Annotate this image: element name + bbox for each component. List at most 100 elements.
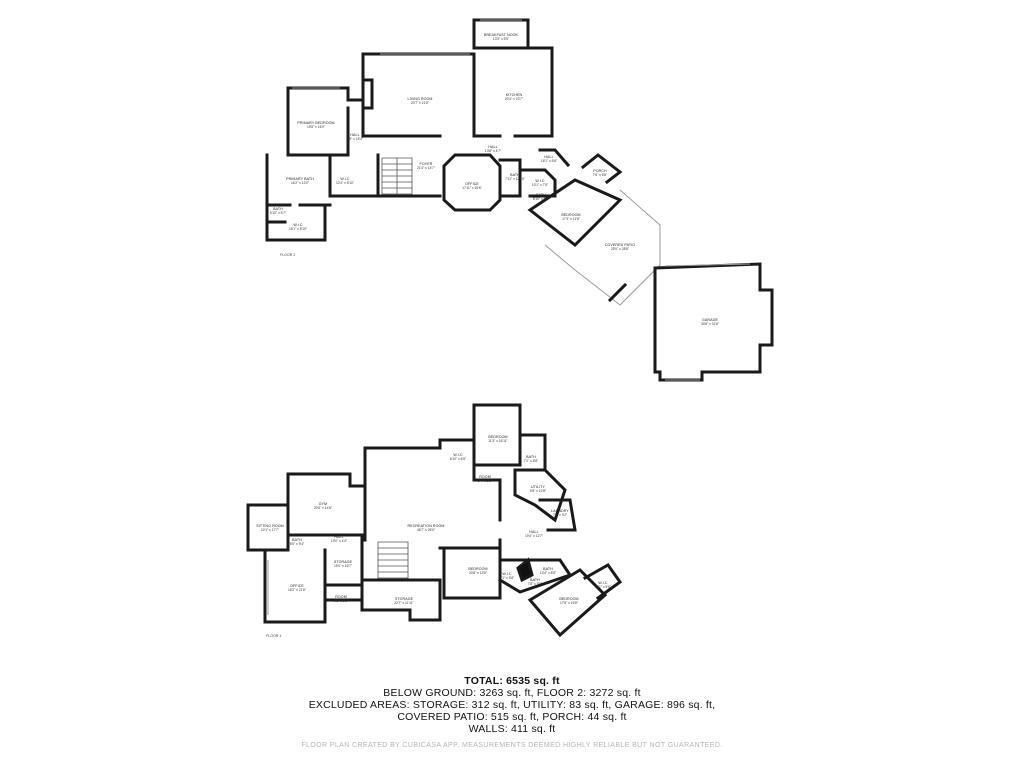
room-name: BEDROOM bbox=[468, 567, 487, 571]
room-dimensions: 10'4" x 8'8" bbox=[540, 571, 557, 575]
room-dimensions: 11'3" x 16'11" bbox=[488, 439, 508, 443]
room-dimensions: 20'4" x 23'7" bbox=[505, 97, 524, 101]
room-name: W.I.C bbox=[340, 177, 350, 181]
room-dimensions: 16'1" x 8'8" bbox=[541, 159, 558, 163]
room-name: LIVING ROOM bbox=[407, 97, 432, 101]
room-dimensions: 19'8" x 16'0" bbox=[307, 125, 326, 129]
room-name: W.I.C bbox=[502, 572, 512, 576]
excluded-areas: EXCLUDED AREAS: STORAGE: 312 sq. ft, UTI… bbox=[308, 699, 716, 711]
floor-1-plan bbox=[246, 403, 623, 638]
room-dimensions: 13'8" x 4'7" bbox=[485, 149, 502, 153]
room-dimensions: 7'2" x 8'8" bbox=[524, 459, 539, 463]
room-name: W.I.C bbox=[453, 453, 463, 457]
room-name: BATH bbox=[543, 567, 553, 571]
room-name: BATH bbox=[292, 538, 302, 542]
room-name: HALL bbox=[529, 530, 538, 534]
room-name: KITCHEN bbox=[506, 93, 523, 97]
room-dimensions: 22'7" x 11'11" bbox=[394, 601, 414, 605]
room-name: OFFICE bbox=[290, 584, 304, 588]
room-name: UTILITY bbox=[531, 485, 546, 489]
room-name: ROOM bbox=[479, 475, 491, 479]
room-dimensions: 5'8" x 12'8" bbox=[530, 489, 547, 493]
room-name: RECREATION ROOM bbox=[408, 524, 445, 528]
room-dimensions: 7'1" x 5'8" bbox=[500, 576, 515, 580]
room-name: PRIMARY BEDROOM bbox=[297, 121, 334, 125]
room-dimensions: 18'2" x 21'8" bbox=[288, 588, 307, 592]
room-name: ROOM bbox=[335, 595, 347, 599]
room-wic-b3: W.I.C6'11" x 5'5" bbox=[595, 581, 612, 589]
room-dimensions: 15'1" x 8'10" bbox=[289, 227, 308, 231]
room-dimensions: 17'8" x 16'8" bbox=[560, 601, 579, 605]
room-name: W.I.C bbox=[535, 179, 545, 183]
room-dimensions: 10'1" x 7'5" bbox=[532, 183, 549, 187]
room-name: GYM bbox=[319, 502, 328, 506]
room-dimensions: 13'3" x 5'5" bbox=[493, 37, 510, 41]
room-name: FOYER bbox=[420, 162, 433, 166]
room-name: PRIMARY BATH bbox=[286, 177, 314, 181]
room-name: HALL bbox=[334, 535, 343, 539]
room-dimensions: 7'11" x 12'10" bbox=[505, 177, 525, 181]
room-name: BATH bbox=[530, 578, 540, 582]
room-name: GARAGE bbox=[702, 318, 718, 322]
room-name: SITTING ROOM bbox=[256, 524, 284, 528]
room-dimensions: 25'0" x 28'8" bbox=[611, 247, 630, 251]
excluded-areas-cont: COVERED PATIO: 515 sq. ft, PORCH: 44 sq.… bbox=[397, 711, 627, 723]
room-dimensions: 16'2" x 12'0" bbox=[291, 181, 310, 185]
walls-area: WALLS: 411 sq. ft bbox=[468, 723, 556, 735]
room-dimensions: 33'8" x 31'8" bbox=[701, 322, 720, 326]
floor-1-label: FLOOR 1 bbox=[266, 634, 281, 638]
room-dimensions: 7'8" x 5'8" bbox=[528, 582, 543, 586]
room-dimensions: 7'6" x 9'2" bbox=[553, 513, 568, 517]
total-area: TOTAL: 6535 sq. ft bbox=[464, 675, 560, 687]
room-name: HALL bbox=[544, 155, 553, 159]
room-wic-3: W.I.C15'1" x 8'10" bbox=[289, 223, 308, 231]
room-dimensions: 15'0" x 16'7" bbox=[334, 564, 353, 568]
room-name: BEDROOM bbox=[488, 435, 507, 439]
room-name: BEDROOM bbox=[559, 597, 578, 601]
room-dimensions: 8'8" x 6'2" bbox=[334, 599, 349, 603]
room-dimensions: 10'4" x 8'10" bbox=[336, 181, 355, 185]
room-wic-1: W.I.C10'4" x 8'10" bbox=[336, 177, 355, 185]
room-dimensions: 17'11" x 16'6" bbox=[462, 186, 482, 190]
room-name: COVERED PATIO bbox=[605, 243, 635, 247]
floor-2-label: FLOOR 2 bbox=[280, 253, 295, 257]
area-summary: TOTAL: 6535 sq. ft BELOW GROUND: 3263 sq… bbox=[0, 675, 1024, 735]
room-dimensions: 20'8" x 14'6" bbox=[314, 506, 333, 510]
room-wic-2: W.I.C10'1" x 7'5" bbox=[532, 179, 549, 187]
room-name: BATH bbox=[536, 193, 546, 197]
room-dimensions: 19'4" x 12'7" bbox=[525, 534, 544, 538]
floor-2-plan bbox=[265, 18, 774, 382]
room-dimensions: 21'4" x 14'7" bbox=[417, 166, 436, 170]
room-name: BATH bbox=[526, 455, 536, 459]
room-dimensions: 5'5" x 9'4" bbox=[290, 542, 305, 546]
